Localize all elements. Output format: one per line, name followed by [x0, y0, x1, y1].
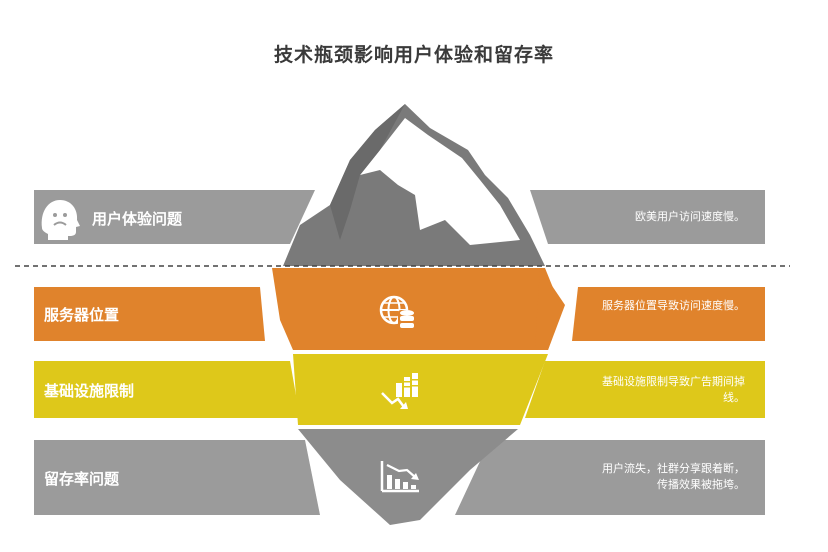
left-band-server-location [34, 287, 265, 341]
left-band-retention [34, 440, 320, 515]
label-server-location: 服务器位置 [44, 307, 120, 324]
iceberg-shadow [330, 104, 405, 240]
iceberg-gray-bottom [298, 429, 518, 525]
chart-down-icon [381, 373, 418, 409]
left-band-user-experience [34, 190, 315, 244]
label-user-experience: 用户体验问题 [92, 211, 183, 228]
globe-server-icon [379, 295, 415, 331]
right-band-infrastructure [525, 361, 765, 418]
user-face-icon [41, 200, 80, 240]
desc-retention: 用户流失，社群分享跟着断，传播效果被拖垮。 [602, 463, 745, 491]
desc-infrastructure: 基础设施限制导致广告期间掉线。 [602, 376, 745, 404]
desc-server-location: 服务器位置导致访问速度慢。 [602, 300, 745, 312]
left-band-infrastructure [34, 361, 300, 418]
label-retention: 留存率问题 [44, 471, 120, 488]
iceberg-orange-segment [272, 268, 562, 350]
right-band-server-location [572, 287, 765, 341]
label-infrastructure: 基础设施限制 [44, 383, 135, 400]
iceberg-yellow-segment [293, 354, 548, 425]
right-band-user-experience [530, 190, 765, 244]
desc-user-experience: 欧美用户访问速度慢。 [635, 211, 745, 223]
iceberg-snow [360, 118, 520, 245]
page-title: 技术瓶颈影响用户体验和留存率 [273, 45, 554, 66]
bar-chart-decline-icon [380, 461, 419, 493]
right-band-retention [455, 440, 765, 515]
iceberg-orange-arrow [535, 268, 565, 350]
